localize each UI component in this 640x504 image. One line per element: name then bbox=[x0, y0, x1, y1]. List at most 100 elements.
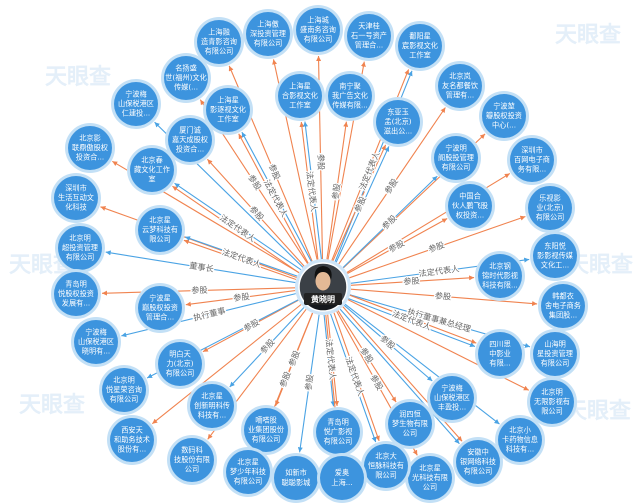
company-node-label-line: 嘀嗒股 bbox=[255, 415, 277, 424]
company-node[interactable]: 宁波梅山保税港区仁建投... bbox=[111, 79, 161, 129]
company-node[interactable]: 北京星光科技有限公司 bbox=[405, 453, 455, 503]
edge-line-blue bbox=[303, 121, 322, 260]
company-node-label: 北京影联鼎傲股权投资合... bbox=[72, 133, 108, 161]
company-node-label: 宁波梅山保税港区仁建投... bbox=[118, 89, 154, 117]
company-node[interactable]: 西安天和助务技术股份有... bbox=[107, 415, 157, 465]
company-node-circle bbox=[226, 450, 270, 494]
company-node[interactable]: 宁波明阁股投管理有限公司 bbox=[431, 133, 481, 183]
company-node-label-line: 有限公司 bbox=[464, 467, 493, 476]
company-node-circle bbox=[528, 186, 572, 230]
company-node[interactable]: 宁波堃瓣股权投资中心(... bbox=[479, 91, 529, 141]
company-node[interactable]: 四川思中影业有限... bbox=[475, 329, 525, 379]
company-node-circle bbox=[244, 408, 288, 452]
company-node-label-line: 北京明 bbox=[541, 387, 563, 396]
company-node-label-line: 室 bbox=[148, 175, 155, 184]
company-node[interactable]: 北京明无限影视有限公司 bbox=[527, 377, 577, 427]
company-node-label: 厦门诚嘉天成股权投资合... bbox=[172, 125, 208, 153]
company-node-circle bbox=[197, 20, 241, 64]
company-node[interactable]: 乐视影业(北京)有限公司 bbox=[525, 183, 575, 233]
company-node[interactable]: 厦门诚嘉天成股权投资合... bbox=[165, 115, 215, 165]
company-node[interactable]: 天津桂石一号资产管理合... bbox=[344, 11, 394, 61]
company-node[interactable]: 数码科技股份有限公司 bbox=[167, 435, 217, 485]
company-node-label-line: 光科技有限 bbox=[412, 473, 448, 482]
company-node-label-line: 云梦科技有 bbox=[142, 225, 178, 234]
company-node[interactable]: 北京明悦星荣咨询有限公司 bbox=[99, 365, 149, 415]
edge-line-orange bbox=[347, 218, 448, 274]
company-node-label-line: 创新明科传 bbox=[194, 401, 230, 410]
person-node[interactable]: 黄晓明 bbox=[295, 259, 351, 315]
company-node-label-line: 北京钢 bbox=[489, 261, 511, 270]
company-node[interactable]: 上海傲深投资管理有限公司 bbox=[243, 9, 293, 59]
edge-line-orange bbox=[349, 215, 526, 279]
company-node-label-line: 中影业 bbox=[489, 349, 511, 358]
company-node[interactable]: 上海星合影视文化工作室 bbox=[275, 71, 325, 121]
company-node[interactable]: 爱奥上海... bbox=[317, 453, 367, 503]
company-node-label-line: 北京星 bbox=[419, 463, 441, 472]
company-node[interactable]: 宁波梅山保税港区晓明有... bbox=[71, 317, 121, 367]
company-node[interactable]: 北京星梦少年科技有限公司 bbox=[223, 447, 273, 497]
company-node[interactable]: 北京星云梦科技有限公司 bbox=[135, 205, 185, 255]
company-node-label-line: 集团股... bbox=[549, 311, 577, 320]
company-node-label-line: 公司 bbox=[423, 483, 437, 492]
company-node[interactable]: 青岛明悦广影视有限公司 bbox=[313, 407, 363, 457]
company-node[interactable]: 鄱阳星宸影视文化工作室 bbox=[395, 21, 445, 71]
company-node[interactable]: 如新市聪聪影城 bbox=[271, 453, 321, 503]
company-node-label-line: 安徽中 bbox=[467, 447, 489, 456]
edge-line-orange bbox=[151, 304, 302, 425]
company-node-label-line: 宁波梅 bbox=[125, 89, 147, 98]
company-node[interactable]: 中国合伙人鹏飞股权投资... bbox=[445, 181, 495, 231]
company-node[interactable]: 深圳市百网电子商务有限... bbox=[507, 135, 557, 185]
company-node-circle bbox=[388, 402, 432, 446]
company-node-label: 北京钢锦时代影视科技有限... bbox=[482, 261, 518, 289]
company-node[interactable]: 上海城盛南务咨询有限公司 bbox=[293, 5, 343, 55]
company-node-label-line: 北京岚 bbox=[449, 71, 471, 80]
company-node[interactable]: 北京岚友名都餐饮管理有... bbox=[435, 61, 485, 111]
company-node-label-line: 北京明 bbox=[113, 375, 135, 384]
company-node-circle bbox=[347, 14, 391, 58]
company-node[interactable]: 北京大恒脉科技有限公司 bbox=[361, 441, 411, 491]
company-node[interactable]: 东阳悦影影视传媒文化工... bbox=[530, 231, 580, 281]
company-node-label-line: 北京星 bbox=[149, 215, 171, 224]
company-node-label-line: 我广告文化 bbox=[332, 91, 368, 100]
company-node[interactable]: 青岛明悦股权投资发展有... bbox=[51, 269, 101, 319]
company-node[interactable]: 韩都衣舍电子商务集团股... bbox=[538, 281, 588, 331]
company-node-label-line: 东阳悦 bbox=[544, 241, 566, 250]
company-node-label-line: 卡药物信息 bbox=[502, 435, 538, 444]
company-node-label: 青岛明悦股权投资发展有... bbox=[58, 279, 94, 307]
company-node[interactable]: 上海融造青影咨询有限公司 bbox=[194, 17, 244, 67]
edge-relation-label: 法定代表人 bbox=[305, 171, 320, 213]
company-node-label: 如新市聪聪影城 bbox=[282, 468, 311, 487]
company-node[interactable]: 北京小卡药物信息科技有... bbox=[495, 415, 545, 465]
company-node-circle bbox=[110, 418, 154, 462]
company-node-label: 韩都衣舍电子商务集团股... bbox=[545, 291, 581, 319]
company-node-label-line: 天津桂 bbox=[358, 21, 380, 30]
company-node-label-line: 股份有... bbox=[118, 445, 146, 454]
company-node[interactable]: 北京春藏文化工作室 bbox=[127, 145, 177, 195]
company-node[interactable]: 名扬盛世(福州)文化传媒(... bbox=[161, 53, 211, 103]
company-node[interactable]: 嘀嗒股业集团股份有限公司 bbox=[241, 405, 291, 455]
company-node[interactable]: 南宁聚我广告文化传媒有限... bbox=[325, 71, 375, 121]
company-node[interactable]: 山海明星投资管理有限公司 bbox=[530, 329, 580, 379]
company-node-circle bbox=[68, 126, 112, 170]
edge-line-blue bbox=[339, 308, 460, 445]
company-node[interactable]: 宁波梅山保税港区丰盈投... bbox=[427, 373, 477, 423]
company-node[interactable]: 北京影联鼎傲股权投资合... bbox=[65, 123, 115, 173]
company-node[interactable]: 北京星创新明科传科技有... bbox=[187, 381, 237, 431]
company-node[interactable]: 北京明超投资管理有限公司 bbox=[55, 223, 105, 273]
company-node-circle bbox=[130, 148, 174, 192]
company-node-label-line: 科技有... bbox=[506, 445, 534, 454]
edge-relation-label: 参股 bbox=[242, 317, 261, 334]
company-node[interactable]: 深圳市生活互动文化科技 bbox=[51, 173, 101, 223]
company-node[interactable]: 北京钢锦时代影视科技有限... bbox=[475, 251, 525, 301]
edge-line-blue bbox=[330, 313, 377, 443]
company-node-label: 明白天力(北京)有限公司 bbox=[166, 349, 195, 377]
company-node[interactable]: 宁波星巅股权投资管理合... bbox=[135, 283, 185, 333]
company-node[interactable]: 上海星影逐视文化工作室 bbox=[203, 85, 253, 135]
company-node[interactable]: 润四恒梦生物有限公司 bbox=[385, 399, 435, 449]
company-node[interactable]: 明白天力(北京)有限公司 bbox=[155, 339, 205, 389]
company-node[interactable]: 东亚玉孟(北京)滋出公... bbox=[373, 97, 423, 147]
company-node[interactable]: 安徽中银网络科技有限公司 bbox=[453, 437, 503, 487]
person-name: 黄晓明 bbox=[311, 294, 335, 304]
